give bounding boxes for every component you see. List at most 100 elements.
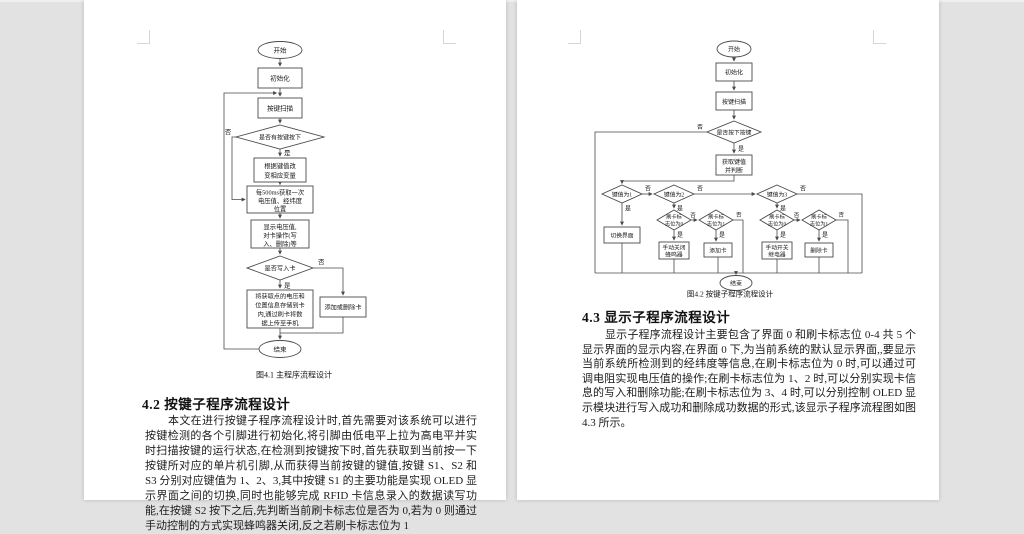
- flow-decision-key-3: [755, 184, 799, 204]
- flow-decision-flag0-b: [759, 209, 795, 231]
- flow-label-add-card: 添加卡: [709, 247, 727, 255]
- flow-node-buzzer: [658, 241, 690, 260]
- flow-label-acquire-3: 位置: [274, 204, 287, 213]
- flow-label-no: 否: [225, 128, 232, 136]
- flow-label-update-1: 根据键值改: [264, 161, 296, 170]
- flow-edge: [620, 175, 735, 185]
- flow-label-store-1: 将获取点的电压和: [255, 293, 305, 301]
- flow-edge-no-branch: [733, 219, 744, 273]
- flow-node-update-var: [253, 157, 307, 183]
- flow-edge-no-branch: [797, 193, 863, 273]
- document-page-right: 开始 初始化 按键扫描 是否按下按键 是 否 获取键值 并判断 键值为1 键值为…: [517, 0, 939, 500]
- flow-label-buzzer-2: 蜂鸣器: [665, 251, 683, 259]
- viewport-top-edge: [0, 0, 1024, 2]
- flow-label-buzzer-1: 手动关闭: [662, 244, 685, 252]
- flow-edge-main-loop: [223, 91, 278, 350]
- flow-label-switch-ui: 切换界面: [610, 232, 633, 240]
- flow-label-display-1: 显示电压值,: [263, 222, 296, 231]
- flow-decision-key-2: [652, 184, 696, 204]
- text-boundary-mark-top-left: [137, 30, 150, 44]
- flow-label-update-2: 变相应变量: [264, 171, 296, 180]
- flow-node-get-key: [715, 154, 753, 176]
- flow-node-scan: [257, 97, 303, 119]
- flow-node-store: [246, 289, 314, 329]
- figure-caption-4-1: 图4.1 主程序流程设计: [256, 370, 332, 380]
- flow-label-get-key-2: 并判断: [725, 167, 743, 175]
- flowchart-figure-4-1: 开始 初始化 按键扫描 是否有按键按下 是 否 根据键值改 变相应变量 每500…: [223, 41, 367, 380]
- flow-label-yes: 是: [284, 282, 291, 290]
- flow-label-start: 开始: [274, 46, 288, 55]
- flow-label-write-card: 是否写入卡: [265, 265, 296, 273]
- flow-label-relay-1: 手动开关: [765, 244, 788, 252]
- text-boundary-mark-top-right: [873, 30, 886, 44]
- flow-node-display: [250, 219, 310, 249]
- flow-label-no: 否: [697, 124, 703, 131]
- flow-node-delete-card: [804, 242, 834, 258]
- flow-label-flag1-b-2: 志位为1: [810, 220, 829, 228]
- text-boundary-mark-top-right: [443, 30, 456, 44]
- flow-node-end: [258, 340, 302, 358]
- flow-label-no: 否: [839, 212, 845, 219]
- flow-label-flag0-b-2: 志位为0: [768, 220, 787, 228]
- flow-label-store-4: 据上传至手机: [261, 320, 299, 328]
- flow-label-no: 否: [794, 212, 800, 219]
- section-heading-4-3: 4.3 显示子程序流程设计: [582, 310, 731, 325]
- flow-label-yes: 是: [284, 149, 291, 157]
- flow-label-key-pressed: 是否按下按键: [717, 129, 752, 137]
- flow-label-yes: 是: [719, 232, 725, 239]
- section-heading-4-2: 4.2 按键子程序流程设计: [142, 397, 291, 412]
- flow-label-key-2: 键值为2: [664, 191, 684, 199]
- flow-label-flag0-b-1: 刷卡标: [769, 213, 785, 221]
- flow-label-acquire-1: 每500ms获取一次: [256, 188, 305, 197]
- flow-decision-write-card: [245, 255, 315, 281]
- flow-label-yes: 是: [738, 146, 744, 153]
- flow-node-init: [257, 67, 303, 89]
- flow-node-relay: [761, 241, 793, 260]
- flow-label-yes: 是: [780, 206, 786, 213]
- flow-decision-flag0-a: [656, 209, 692, 231]
- document-page-left: 开始 初始化 按键扫描 是否有按键按下 是 否 根据键值改 变相应变量 每500…: [84, 0, 506, 532]
- flow-label-delete-card: 删除卡: [810, 247, 828, 255]
- flow-node-end: [719, 275, 753, 291]
- flow-label-yes: 是: [677, 232, 683, 239]
- flow-node-init: [715, 62, 753, 82]
- flow-label-yes: 是: [625, 206, 631, 213]
- flow-label-display-2: 对卡操作(写: [263, 231, 297, 240]
- flow-label-yes: 是: [822, 232, 828, 239]
- flow-label-store-2: 位置信息存储到卡: [255, 302, 305, 310]
- flow-edge-no-branch: [313, 267, 345, 296]
- flow-label-relay-2: 继电器: [768, 251, 786, 259]
- flow-edge-merge: [280, 317, 344, 334]
- flow-label-key-1: 键值为1: [612, 191, 632, 199]
- flow-label-display-3: 入、删除)等: [263, 239, 297, 248]
- flow-label-get-key-1: 获取键值: [722, 158, 746, 166]
- flow-label-no: 否: [645, 186, 651, 193]
- flow-label-yes: 是: [780, 232, 786, 239]
- paragraph-4-3: 显示子程序流程设计主要包含了界面 0 和刷卡标志位 0-4 共 5 个显示界面的…: [582, 329, 916, 429]
- flow-label-store-3: 内,通过刷卡将数: [258, 311, 304, 319]
- flow-label-key-3: 键值为3: [767, 191, 787, 199]
- flow-decision-key-pressed: [234, 124, 326, 150]
- flow-label-flag0-a-2: 志位为0: [665, 220, 684, 228]
- flow-node-scan: [715, 91, 753, 111]
- flow-label-start: 开始: [728, 46, 740, 54]
- flow-label-acquire-2: 电压值、经纬度: [258, 196, 303, 205]
- flow-label-no: 否: [318, 258, 325, 266]
- flow-label-no: 否: [800, 186, 806, 193]
- flow-decision-flag1-b: [801, 209, 837, 231]
- flow-label-flag1-a-1: 刷卡标: [708, 213, 724, 221]
- flow-decision-key-1: [600, 184, 644, 204]
- flow-decision-flag1-a: [698, 209, 734, 231]
- flowchart-figure-4-2: 开始 初始化 按键扫描 是否按下按键 是 否 获取键值 并判断 键值为1 键值为…: [594, 40, 863, 299]
- flow-label-key-pressed: 是否有按键按下: [259, 134, 301, 142]
- flow-label-flag1-b-1: 刷卡标: [811, 213, 827, 221]
- flow-label-init: 初始化: [270, 74, 290, 83]
- flow-edge-no-loop: [231, 136, 246, 202]
- flow-label-scan: 按键扫描: [267, 104, 294, 113]
- flow-label-flag1-a-2: 志位为1: [707, 220, 726, 228]
- flow-label-no: 否: [697, 186, 703, 193]
- flow-node-start: [257, 41, 303, 59]
- flow-node-acquire: [246, 185, 314, 214]
- flow-node-add-delete: [319, 296, 367, 318]
- flow-edge-no-branch: [594, 131, 707, 273]
